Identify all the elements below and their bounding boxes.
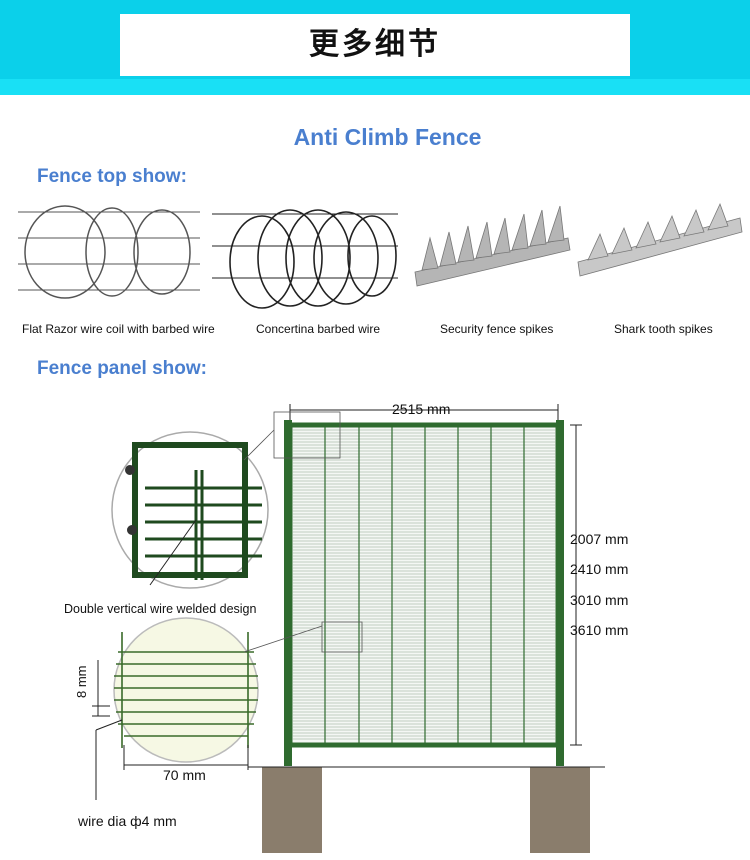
detail-circle-mesh — [113, 617, 259, 763]
fence-panel-diagram — [92, 404, 605, 853]
section-title-panel: Fence panel show: — [37, 358, 207, 379]
detail-circle-weld — [111, 431, 269, 589]
mesh-horizontal — [292, 429, 556, 740]
height-label-2: 2410 mm — [570, 561, 629, 577]
caption-razor-coil: Flat Razor wire coil with barbed wire — [22, 322, 215, 336]
banner-title: 更多细节 — [120, 14, 630, 76]
concertina-wire-image — [212, 209, 398, 309]
height-label-1: 2007 mm — [570, 531, 629, 547]
height-label-4: 3610 mm — [570, 622, 629, 638]
height-label-3: 3010 mm — [570, 592, 629, 608]
detail-note: Double vertical wire welded design — [64, 602, 257, 616]
banner-strip — [0, 79, 750, 95]
caption-security-spikes: Security fence spikes — [440, 322, 554, 336]
security-spikes-image — [414, 205, 571, 287]
razor-coil-image — [18, 205, 200, 299]
spacing-horizontal-label: 70 mm — [163, 767, 206, 783]
wire-dia-label: wire dia ф4 mm — [78, 813, 177, 829]
shark-tooth-image — [577, 202, 743, 277]
post-base-right — [530, 767, 590, 853]
post-left — [284, 420, 292, 766]
post-base-left — [262, 767, 322, 853]
spacing-vertical-label: 8 mm — [74, 665, 89, 699]
width-label: 2515 mm — [392, 401, 451, 417]
mesh-vertical — [324, 427, 525, 743]
caption-concertina: Concertina barbed wire — [256, 322, 381, 336]
page-title: Anti Climb Fence — [293, 124, 482, 150]
caption-shark-tooth: Shark tooth spikes — [614, 322, 713, 336]
section-title-top: Fence top show: — [37, 166, 187, 187]
post-right — [556, 420, 564, 766]
